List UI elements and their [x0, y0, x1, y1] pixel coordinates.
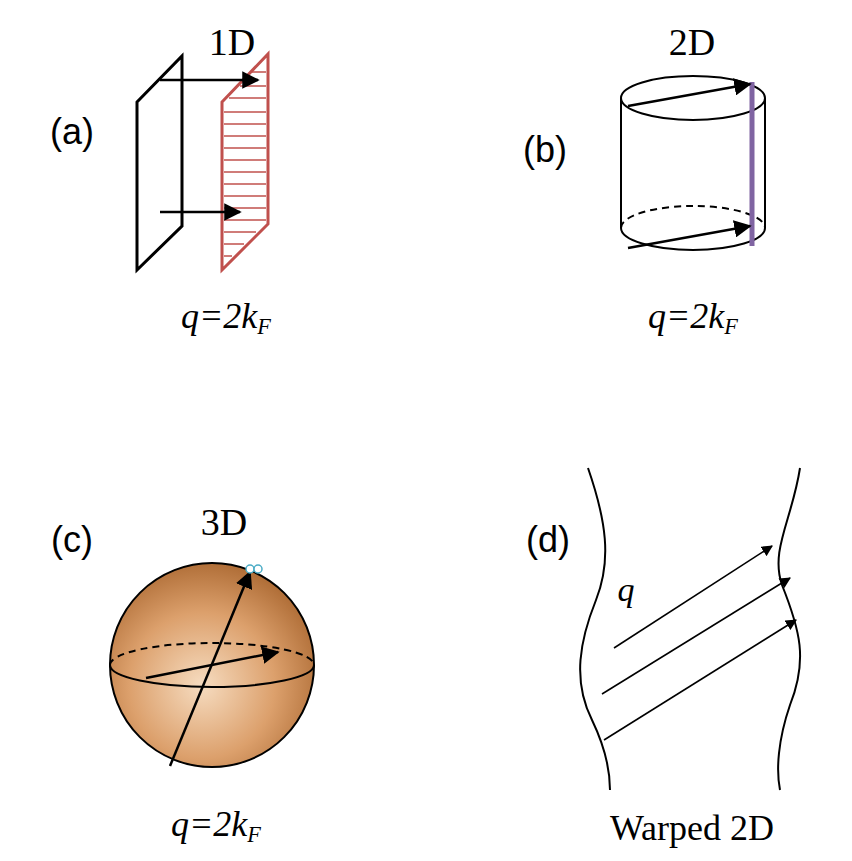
- wave-vector: q: [618, 573, 635, 607]
- panel-letter: (d): [526, 522, 570, 558]
- wave-vector: q=2kF: [171, 806, 261, 847]
- fermi-planes: [137, 54, 268, 270]
- warped-surface: [580, 468, 800, 790]
- panel-title: 1D: [209, 23, 255, 61]
- panel-letter: (b): [523, 132, 567, 168]
- panel-letter: (c): [51, 522, 93, 558]
- panel-caption: Warped 2D: [610, 810, 774, 846]
- wave-vector: q=2kF: [181, 298, 271, 339]
- wave-vector: q=2kF: [648, 298, 738, 339]
- fermi-sphere: [110, 563, 314, 767]
- panel-title: 3D: [201, 503, 247, 541]
- panel-letter: (a): [50, 114, 94, 150]
- fermi-cylinder: [621, 76, 765, 250]
- panel-title: 2D: [669, 23, 715, 61]
